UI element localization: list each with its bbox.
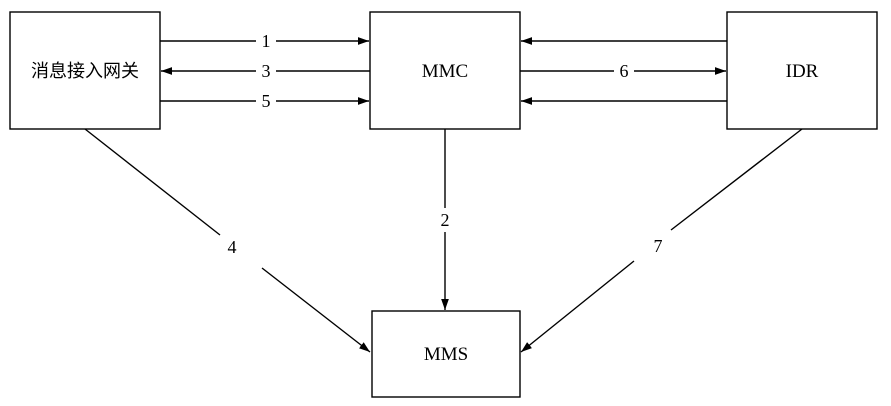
node-mmc-label: MMC <box>422 61 468 82</box>
node-mms-label: MMS <box>424 344 468 365</box>
edge-6-label: 6 <box>620 61 629 81</box>
edge-6: 6 <box>520 61 726 81</box>
edge-7: 7 <box>520 128 803 353</box>
edge-4-label: 4 <box>228 237 237 257</box>
node-gateway-label: 消息接入网关 <box>31 61 139 82</box>
edge-2: 2 <box>441 129 450 310</box>
node-idr: IDR <box>726 11 878 130</box>
edge-4: 4 <box>84 128 371 353</box>
edge-1: 1 <box>160 31 369 51</box>
edge-3: 3 <box>161 61 370 81</box>
edge-2-label: 2 <box>441 210 450 230</box>
edge-7-label: 7 <box>654 236 663 256</box>
edge-5: 5 <box>160 91 369 111</box>
node-gateway: 消息接入网关 <box>9 11 161 130</box>
node-mmc: MMC <box>369 11 521 130</box>
edge-1-label: 1 <box>262 31 271 51</box>
node-mms: MMS <box>371 310 521 398</box>
node-idr-label: IDR <box>786 61 819 82</box>
edge-3-label: 3 <box>262 61 271 81</box>
edge-5-label: 5 <box>262 91 271 111</box>
